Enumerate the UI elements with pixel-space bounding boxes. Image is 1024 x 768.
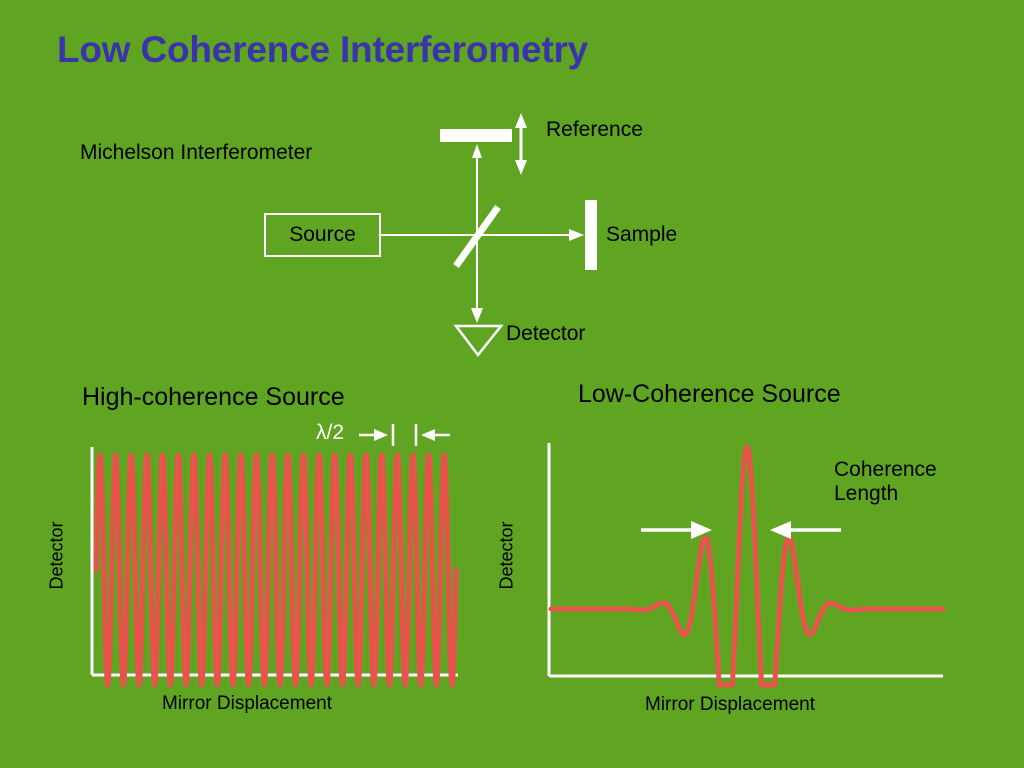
coherence-length-arrows	[641, 521, 841, 539]
reference-label: Reference	[546, 118, 643, 141]
reference-mirror	[440, 129, 512, 142]
source-label: Source	[289, 223, 356, 246]
half-wavelength-annotation: λ/2	[316, 421, 466, 449]
michelson-interferometer-diagram: Michelson Interferometer Reference Sampl…	[0, 100, 1024, 375]
high-coherence-chart-svg	[90, 447, 459, 688]
beam-arrowhead-sample	[569, 229, 584, 241]
detector-symbol	[453, 324, 504, 358]
low-coherence-plot-title: Low-Coherence Source	[578, 380, 841, 408]
low-coherence-waveform	[548, 444, 946, 688]
low-coherence-y-axis-label: Detector	[496, 521, 517, 590]
coherence-length-line2: Length	[834, 482, 899, 506]
high-coherence-plot-title: High-coherence Source	[82, 383, 345, 411]
low-coherence-chart	[545, 443, 946, 691]
beam-arrowhead-detector	[471, 308, 483, 323]
interferometer-caption: Michelson Interferometer	[80, 141, 313, 164]
detector-label: Detector	[506, 322, 586, 345]
low-coherence-chart-svg	[547, 443, 946, 688]
high-coherence-chart	[88, 447, 460, 690]
half-wavelength-dimension-arrows	[359, 424, 450, 446]
coherence-length-line1: Coherence	[834, 458, 937, 481]
sample-label: Sample	[606, 223, 678, 246]
source-box: Source	[264, 213, 381, 257]
half-wavelength-label: λ/2	[316, 421, 345, 444]
page-title: Low Coherence Interferometry	[57, 29, 589, 70]
high-coherence-x-axis-label: Mirror Displacement	[162, 693, 332, 714]
beam-splitter	[453, 204, 501, 269]
low-coherence-x-axis-label: Mirror Displacement	[645, 694, 815, 715]
beam-path-group	[381, 150, 572, 315]
beam-arrowhead-reference	[472, 144, 482, 158]
reference-translation-arrow	[515, 113, 527, 175]
interferometer-schematic-svg	[381, 113, 597, 358]
sample-mirror	[585, 200, 597, 270]
high-coherence-waveform	[93, 452, 459, 688]
coherence-length-annotation: Coherence Length	[834, 458, 937, 506]
high-coherence-y-axis-label: Detector	[46, 521, 67, 590]
